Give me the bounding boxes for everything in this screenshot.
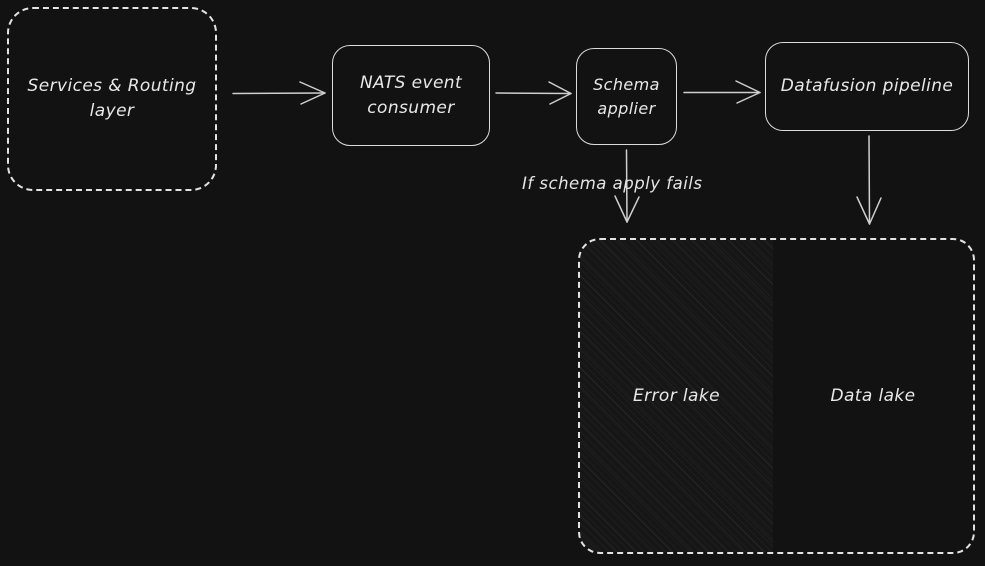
edge-datafusion-to-data-lake xyxy=(856,135,882,225)
zone-data-lake[interactable]: Data lake xyxy=(773,240,973,552)
zone-error-lake-label: Error lake xyxy=(633,385,720,406)
node-nats-event-consumer-label: NATS event consumer xyxy=(359,72,463,118)
edge-label-schema-apply-fails: If schema apply fails xyxy=(522,174,703,193)
edge-services-to-nats xyxy=(232,81,326,105)
edge-nats-to-schema xyxy=(495,81,572,105)
zone-error-lake[interactable]: Error lake xyxy=(580,240,773,552)
node-datafusion-pipeline-label: Datafusion pipeline xyxy=(780,76,954,97)
edge-schema-to-datafusion xyxy=(683,80,761,104)
node-schema-applier-label: Schema applier xyxy=(593,75,660,118)
node-datafusion-pipeline[interactable]: Datafusion pipeline xyxy=(765,42,969,131)
node-nats-event-consumer[interactable]: NATS event consumer xyxy=(332,45,490,146)
node-services-routing-layer-label: Services & Routing layer xyxy=(27,76,197,121)
node-schema-applier[interactable]: Schema applier xyxy=(576,48,677,145)
zone-data-lake-label: Data lake xyxy=(830,385,916,406)
node-lakes-container[interactable]: Error lake Data lake xyxy=(578,238,975,554)
node-services-routing-layer[interactable]: Services & Routing layer xyxy=(7,7,217,191)
